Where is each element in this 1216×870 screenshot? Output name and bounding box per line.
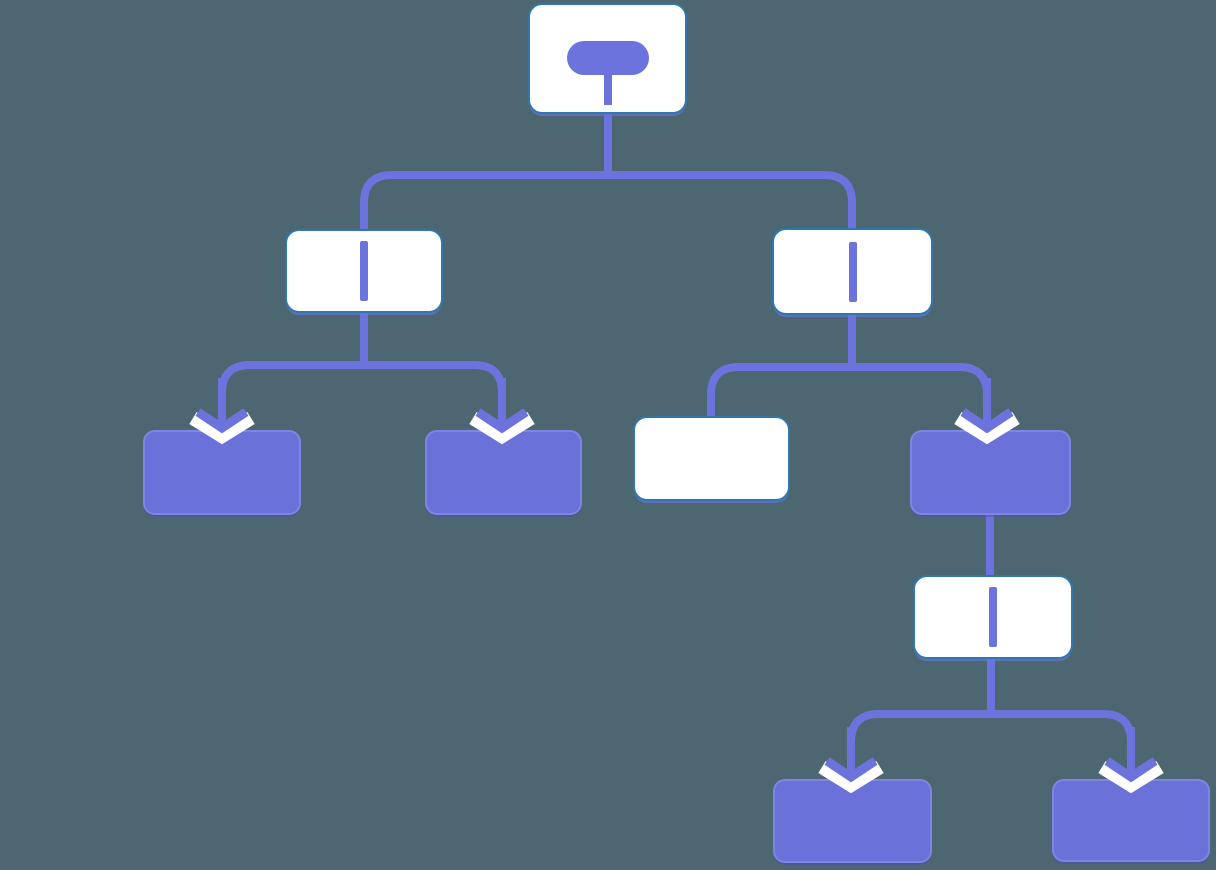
root-stem-icon (603, 71, 612, 105)
node-leaf-sub-2[interactable] (1052, 779, 1210, 862)
edge-split-top (360, 171, 856, 240)
node-leaf-left-1[interactable] (143, 430, 301, 515)
node-sub-branch[interactable] (913, 575, 1073, 659)
node-leaf-sub-1[interactable] (773, 779, 932, 863)
node-child-target[interactable] (910, 430, 1071, 515)
through-line-icon (360, 241, 368, 301)
node-branch-right[interactable] (772, 228, 933, 315)
node-leaf-left-2[interactable] (425, 430, 582, 515)
through-line-icon (848, 241, 857, 302)
through-line-icon (989, 587, 997, 647)
node-root[interactable] (528, 3, 687, 114)
node-branch-left[interactable] (285, 229, 443, 313)
node-child-empty[interactable] (633, 416, 790, 501)
root-pill-icon (566, 41, 649, 75)
